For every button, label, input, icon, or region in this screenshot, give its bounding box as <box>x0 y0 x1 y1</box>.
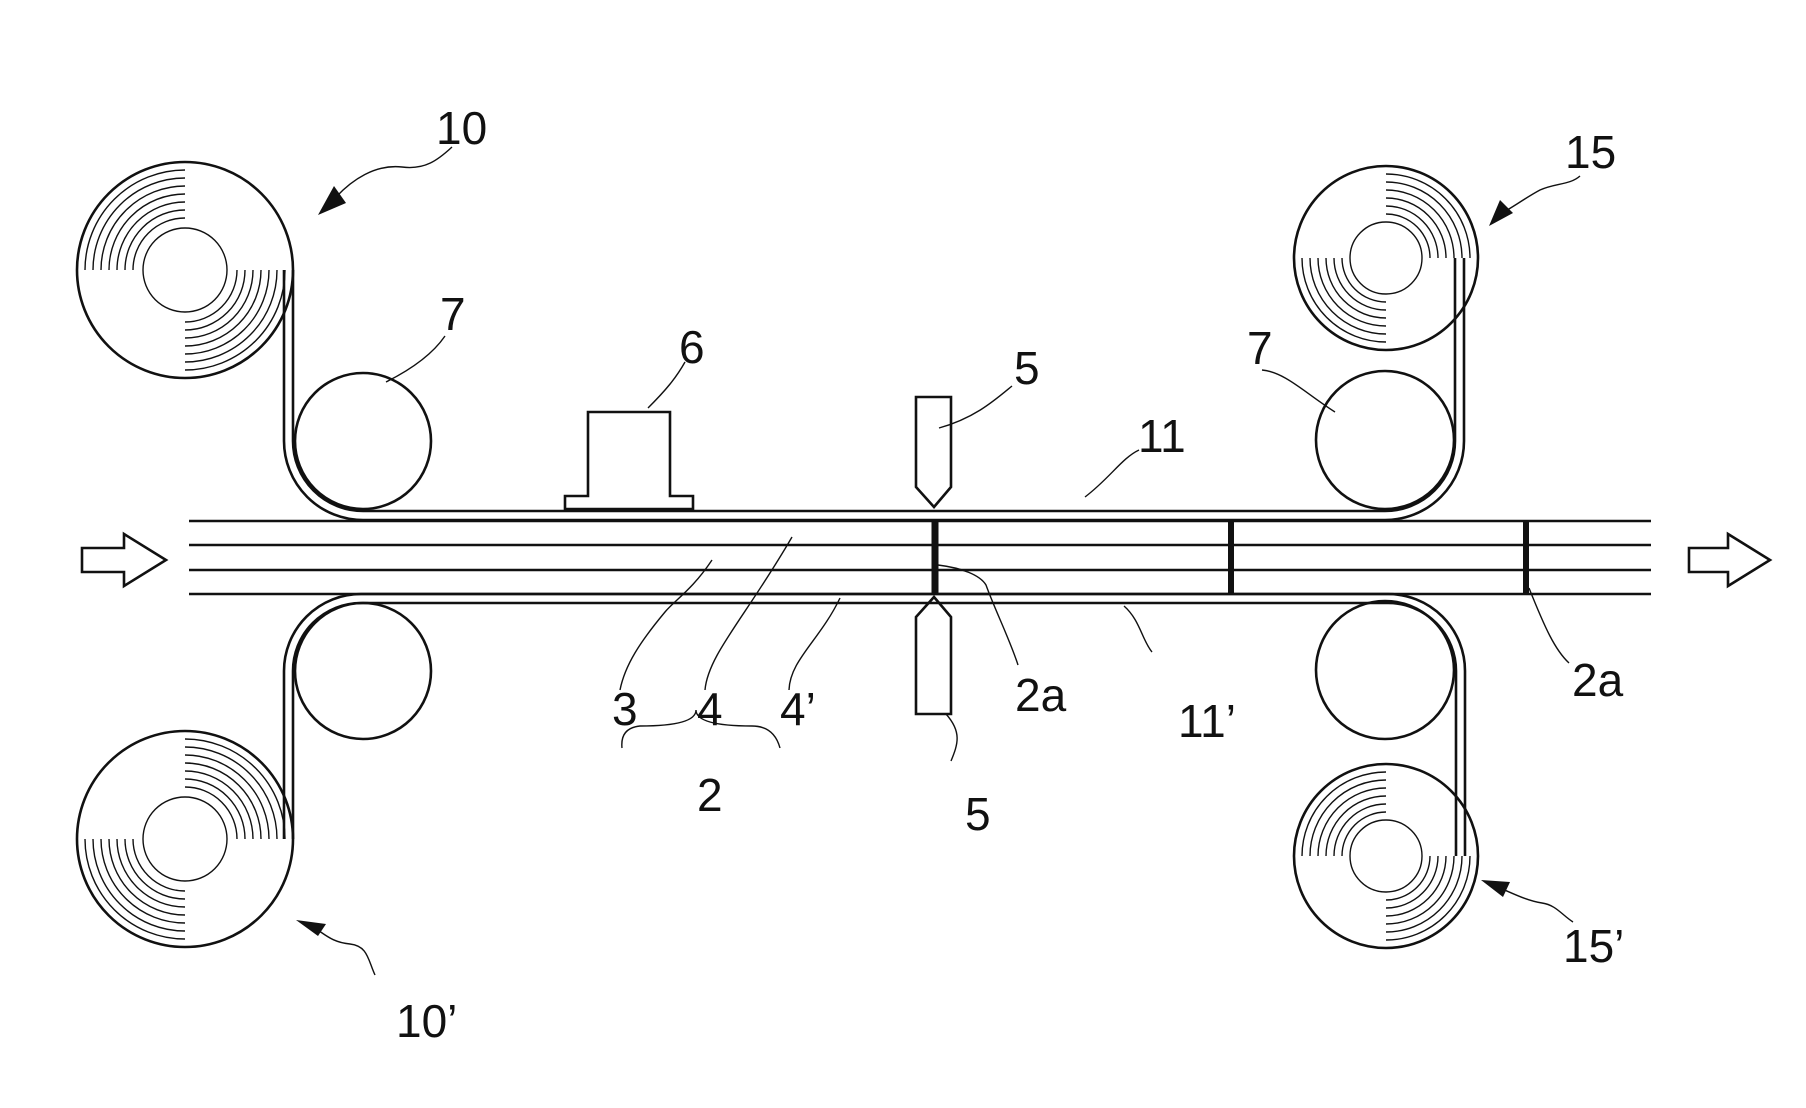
label-layer-upper: 4 <box>697 683 723 735</box>
leader-lines <box>308 147 1580 975</box>
label-guide-roller-left: 7 <box>440 288 466 340</box>
inflow-arrow-icon <box>82 534 166 586</box>
supply-reel-upper-left <box>77 162 293 378</box>
guide-roller-upper-right <box>1316 371 1454 509</box>
label-reel-upper-right: 15 <box>1565 126 1616 178</box>
label-reel-lower-right: 15’ <box>1563 920 1624 972</box>
heater-block <box>565 412 693 509</box>
label-layer-middle: 3 <box>612 683 638 735</box>
takeup-reel-upper-right <box>1294 166 1478 350</box>
outflow-arrow-icon <box>1689 534 1770 586</box>
film-web-lower <box>284 594 1465 856</box>
label-cut-line-mid: 2a <box>1015 669 1067 721</box>
laminate-strip <box>189 521 1651 594</box>
supply-reel-lower-left <box>77 731 293 947</box>
label-reel-lower-left: 10’ <box>396 995 457 1047</box>
label-cutter-lower: 5 <box>965 788 991 840</box>
label-guide-roller-right: 7 <box>1247 322 1273 374</box>
label-film-upper: 11 <box>1138 410 1186 462</box>
label-cutter-upper: 5 <box>1014 342 1040 394</box>
guide-roller-upper-left <box>295 373 431 509</box>
cutter-blade-lower <box>916 597 951 714</box>
label-film-lower: 11’ <box>1178 695 1236 747</box>
takeup-reel-lower-right <box>1294 764 1478 948</box>
label-laminate: 2 <box>697 769 723 821</box>
label-heater: 6 <box>679 321 705 373</box>
label-layer-lower: 4’ <box>780 683 816 735</box>
guide-roller-lower-left <box>295 603 431 739</box>
label-cut-line-right: 2a <box>1572 654 1624 706</box>
label-reel-upper-left: 10 <box>436 102 487 154</box>
cutter-blade-upper <box>916 397 951 507</box>
